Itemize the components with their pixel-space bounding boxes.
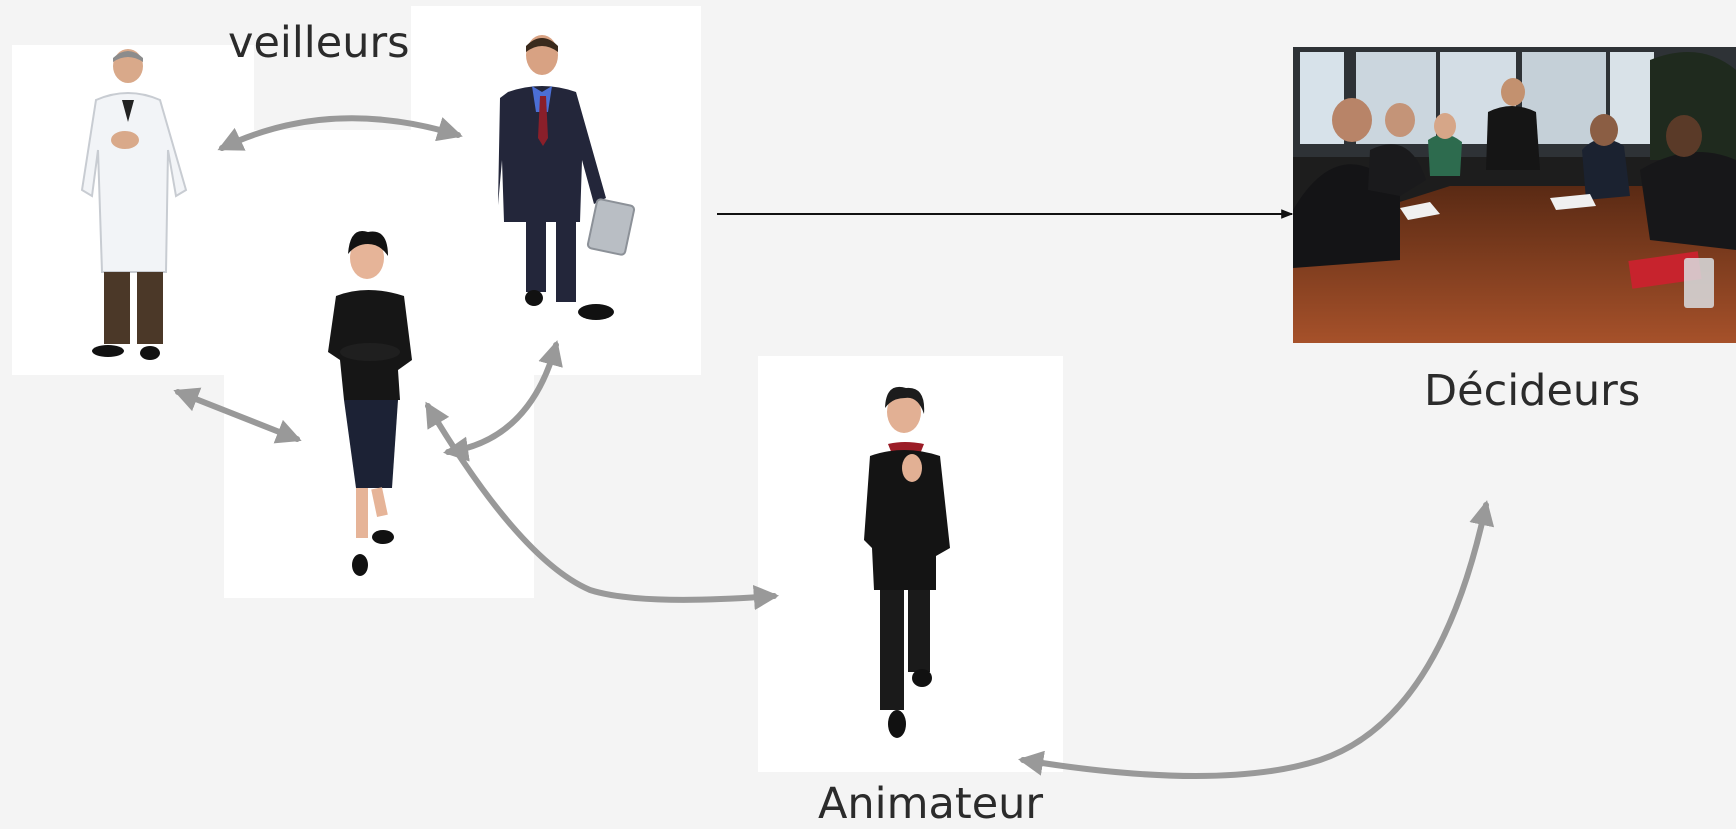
arrow-businesswoman-animateur — [425, 401, 780, 611]
animateur-label: Animateur — [818, 779, 1044, 829]
arrow-doctor-businesswoman — [173, 387, 302, 444]
businessman-figure — [498, 35, 636, 320]
arrow-doctor-businessman — [217, 115, 463, 151]
meeting-photo — [1293, 47, 1736, 343]
businesswoman-figure — [328, 230, 412, 576]
animateur-figure — [864, 386, 950, 738]
connections — [173, 115, 1495, 779]
arrow-animateur-decideurs — [1018, 500, 1495, 779]
doctor-figure — [80, 49, 188, 360]
veilleurs-label: veilleurs — [228, 18, 410, 68]
decideurs-label: Décideurs — [1424, 366, 1641, 416]
arrow-businesswoman-businessman — [443, 340, 563, 462]
